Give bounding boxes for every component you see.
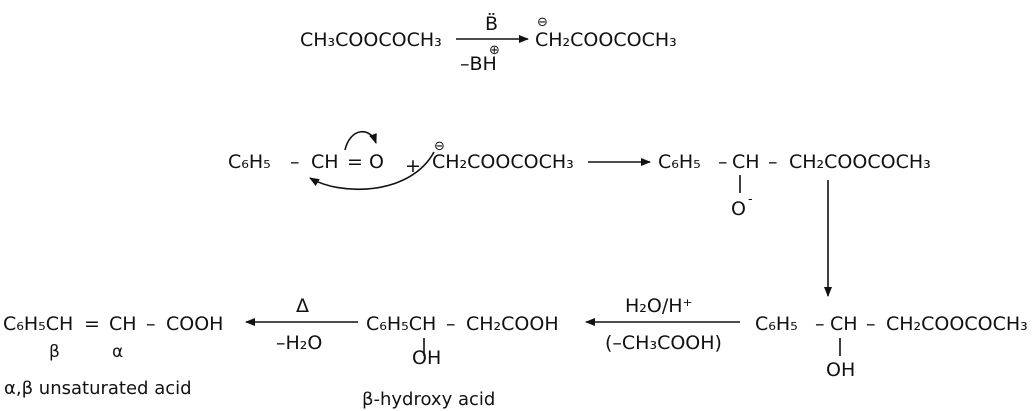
- alkoxide-charge: -: [748, 192, 753, 207]
- hydrolysis-reagent: H₂O/H⁺: [625, 295, 693, 317]
- alpha-position-label: α: [112, 342, 123, 362]
- hydroxy-ester-ch: CH: [830, 313, 858, 335]
- acetic-anhydride: CH₃COOCOCH₃: [300, 29, 442, 51]
- water-loss: –H₂O: [276, 332, 322, 354]
- conjugate-acid-label: –BH: [460, 53, 497, 75]
- bond-dash: –: [718, 151, 728, 173]
- negative-charge-icon: ⊖: [537, 15, 548, 30]
- pi-electron-arrow: [344, 131, 377, 151]
- carbanion: CH₂COOCOCH₃: [432, 151, 574, 173]
- nucleophile-attack-arrow: [309, 151, 435, 191]
- base-label: B̈: [485, 13, 498, 35]
- heat-symbol: Δ: [296, 295, 309, 317]
- unsaturated-acid-left: C₆H₅CH: [3, 313, 73, 335]
- anhydride-carbanion: CH₂COOCOCH₃: [535, 29, 677, 51]
- hydroxy-ester-chain: CH₂COOCOCH₃: [886, 313, 1028, 335]
- beta-hydroxy-acid-caption: β-hydroxy acid: [362, 389, 495, 410]
- hydroxyl-group: OH: [826, 359, 855, 381]
- double-bond: =: [347, 151, 363, 173]
- step-1-deprotonation: CH₃COOCOCH₃ B̈ ⊕ –BH ⊖ CH₂COOCOCH₃: [300, 13, 677, 75]
- bond-dash: –: [146, 313, 156, 335]
- benzaldehyde-ch: CH: [311, 151, 339, 173]
- step-2-addition: C₆H₅ – CH = O + ⊖ CH₂COOCOCH₃ C₆H₅ – CH …: [228, 131, 931, 297]
- bond-dash: –: [290, 151, 300, 173]
- negative-charge-icon: ⊖: [434, 139, 445, 154]
- hydroxy-ester-aryl: C₆H₅: [755, 313, 798, 335]
- unsaturated-acid-caption: α,β unsaturated acid: [4, 378, 192, 399]
- alkoxide-oxygen: O: [731, 198, 746, 220]
- carboxylic-acid-group: COOH: [166, 313, 223, 335]
- adduct-ch: CH: [732, 151, 760, 173]
- bond-dash: –: [768, 151, 778, 173]
- hydroxy-acid-left: C₆H₅CH: [366, 313, 436, 335]
- hydroxy-acid-chain: CH₂COOH: [466, 313, 559, 335]
- bond-dash: –: [866, 313, 876, 335]
- adduct-chain: CH₂COOCOCH₃: [789, 151, 931, 173]
- adduct-aryl: C₆H₅: [658, 151, 701, 173]
- benzaldehyde-aryl: C₆H₅: [228, 151, 271, 173]
- carbonyl-oxygen: O: [369, 151, 384, 173]
- hydrolysis-byproduct: (–CH₃COOH): [605, 332, 722, 354]
- step-3-hydrolysis-dehydration: C₆H₅ – CH – CH₂COOCOCH₃ OH H₂O/H⁺ (–CH₃C…: [3, 295, 1028, 410]
- bond-dash: –: [446, 313, 456, 335]
- bond-dash: –: [815, 313, 825, 335]
- hydroxy-acid-oh: OH: [412, 347, 441, 369]
- double-bond: =: [84, 313, 100, 335]
- beta-position-label: β: [49, 342, 60, 362]
- unsaturated-acid-ch: CH: [109, 313, 137, 335]
- positive-charge-icon: ⊕: [489, 43, 500, 58]
